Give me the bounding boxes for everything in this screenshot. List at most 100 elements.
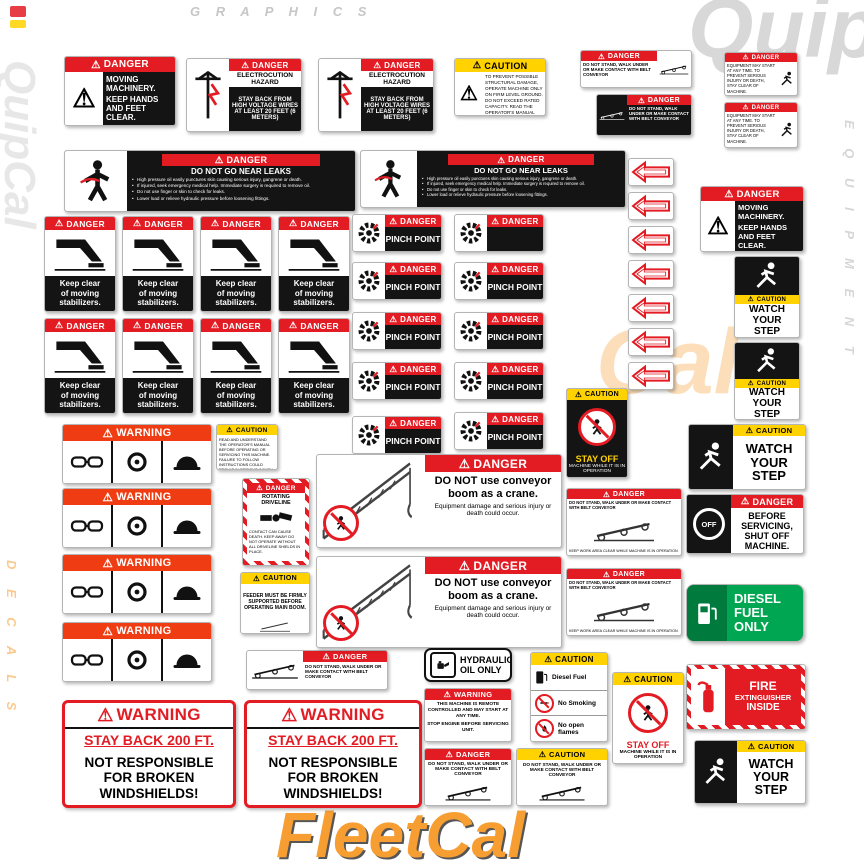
signal-word: DANGER [607,52,641,60]
signal-word: DANGER [252,60,289,70]
warning-triangle-icon: ⚠ [491,264,500,274]
decal-moving-machinery: ⚠DANGER ⚠ MOVING MACHINERY. KEEP HANDS A… [700,186,804,252]
danger-header: ⚠DANGER [229,59,301,71]
hazard-text: PINCH POINT [487,325,543,349]
warning-triangle-icon: ⚠ [389,364,398,374]
warning-triangle-icon: ⚠ [214,154,224,166]
boom-graphic [241,619,309,633]
watermark-quipcal: QuipCal [0,60,44,229]
driveline-graphic [247,507,305,529]
fuel-pump-icon [536,671,548,684]
danger-header: ⚠DANGER [279,319,349,332]
warning-triangle-icon: ⚠ [445,750,454,759]
warning-triangle-icon: ⚠ [623,674,632,684]
hazard-text: DO NOT STAND, WALK UNDER OR MAKE CONTACT… [522,762,602,777]
decal-ppe-warning: ⚠WARNING [62,622,212,682]
warning-header: ⚠WARNING [63,555,211,571]
ear-protection-icon [111,639,161,681]
warning-triangle-icon: ⚠ [102,492,114,504]
gear-graphic [455,215,487,251]
signal-word: DANGER [384,60,421,70]
decal-left-arrow [628,328,674,356]
danger-header: ⚠DANGER [487,263,543,275]
falling-person-icon [777,112,797,147]
crane-boom-graphic [317,455,425,547]
decal-shut-off-before-servicing: OFF ⚠DANGER BEFORE SERVICING, SHUT OFF M… [686,494,804,554]
decal-belt-conveyor: ⚠DANGER DO NOT STAND, WALK UNDER OR MAKE… [580,50,692,88]
ear-protection-icon [111,505,161,547]
warning-triangle-icon: ⚠ [389,418,398,428]
ear-protection-icon [111,441,161,483]
stabilizer-graphic [201,230,271,276]
hazard-text: STAY BACK FROM HIGH VOLTAGE WIRES AT LEA… [361,87,433,131]
warning-triangle-icon: ⚠ [460,83,478,105]
gear-graphic [353,263,385,299]
warning-triangle-icon: ⚠ [575,390,582,399]
eye-protection-icon [63,571,111,613]
signal-word: WARNING [300,705,385,724]
danger-header: ⚠DANGER [123,319,193,332]
decal-caution-structural: ⚠CAUTION ⚠ TO PREVENT POSSIBLE STRUCTURA… [454,58,546,116]
rule-text: No Smoking [558,699,596,707]
signal-word: DANGER [502,314,539,324]
eye-protection-icon [63,441,111,483]
hazard-text: MOVING MACHINERY. KEEP HANDS AND FEET CL… [735,201,803,251]
decal-belt-conveyor: ⚠DANGER DO NOT STAND, WALK UNDER OR MAKE… [246,650,388,690]
danger-header: ⚠DANGER [487,413,543,425]
signal-word: DANGER [265,484,296,492]
decal-belt-conveyor: ⚠DANGER DO NOT STAND, WALK UNDER OR MAKE… [424,748,512,806]
warning-triangle-icon: ⚠ [724,188,734,200]
warning-triangle-icon: ⚠ [55,320,64,330]
signal-word: CAUTION [262,575,297,582]
decal-rotating-driveline: ⚠DANGER ROTATING DRIVELINE CONTACT CAN C… [242,478,310,566]
falling-person-graphic [689,425,733,489]
danger-header: ⚠DANGER [731,495,803,508]
signal-word: DANGER [612,490,646,498]
signal-word: DANGER [333,652,368,661]
gear-graphic [455,263,487,299]
caution-header: ⚠CAUTION [733,425,805,436]
signal-word: DANGER [144,320,183,331]
decal-equipment-start: ⚠DANGER EQUIPMENT MAY START AT ANY TIME.… [724,102,798,148]
signal-word: DANGER [751,104,780,111]
decal-no-smoking: ⚠CAUTION Diesel Fuel No Smoking No open … [530,652,608,742]
decal-remote-controlled: ⚠WARNING THIS MACHINE IS REMOTE CONTROLL… [424,688,512,742]
hazard-text [487,227,543,251]
warning-triangle-icon: ⚠ [91,58,101,71]
warning-triangle-icon: ⚠ [602,569,610,579]
signal-word: CAUTION [555,654,594,664]
decal-left-arrow [628,158,674,186]
hazard-text: EQUIPMENT MAY START AT ANY TIME. TO PREV… [727,113,775,144]
rule-text: Diesel Fuel [552,673,587,681]
danger-header: ⚠DANGER [385,363,441,375]
danger-header: ⚠DANGER [487,313,543,325]
hazard-title: STAY OFF [575,454,619,464]
danger-header: ⚠DANGER [201,319,271,332]
caution-header: ⚠CAUTION [217,425,277,435]
danger-header: ⚠DANGER [425,557,561,574]
caution-header: ⚠CAUTION [613,673,683,685]
eye-protection-icon [63,505,111,547]
decal-belt-conveyor: ⚠DANGER DO NOT STAND, WALK UNDER OR MAKE… [596,94,692,136]
watermark-decals: D E C A L S [4,560,19,719]
caution-header: ⚠CAUTION [455,59,545,72]
decal-equipment-start: ⚠DANGER EQUIPMENT MAY START AT ANY TIME.… [724,52,798,96]
label-line: DIESEL [734,590,781,606]
label-line: HYDRAULIC [460,654,512,665]
hard-hat-icon [161,441,211,483]
signal-word: DANGER [508,155,545,164]
decal-feeder-support: ⚠CAUTION FEEDER MUST BE FIRMLY SUPPORTED… [240,572,310,634]
warning-triangle-icon: ⚠ [256,485,263,492]
